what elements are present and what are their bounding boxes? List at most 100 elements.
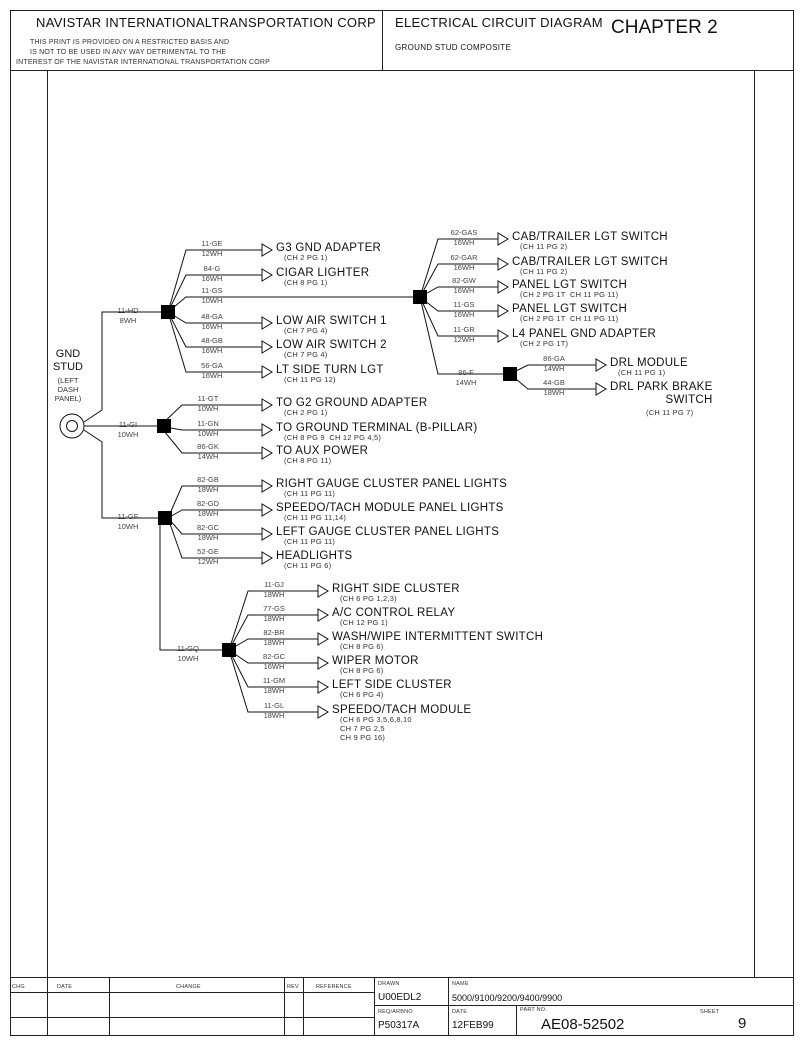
circuit-destination-label: LOW AIR SWITCH 1 <box>276 315 387 327</box>
arrow-icon <box>262 244 272 256</box>
wire-l4-panel <box>420 297 498 336</box>
restriction-note-line-1: THIS PRINT IS PROVIDED ON A RESTRICTED B… <box>30 39 230 46</box>
tb-date-value: 12FEB99 <box>452 1020 494 1031</box>
circuit-page-reference: (CH 11 PG 12) <box>284 375 336 384</box>
tb-name-label: NAME <box>452 981 469 987</box>
arrow-icon <box>498 330 508 342</box>
arrow-icon <box>262 447 272 459</box>
circuit-page-reference: (CH 12 PG 1) <box>340 618 388 627</box>
arrow-icon <box>262 528 272 540</box>
wire-ac-relay <box>229 615 328 650</box>
arrow-icon <box>498 281 508 293</box>
arrow-icon <box>498 233 508 245</box>
circuit-destination-label: HEADLIGHTS <box>276 550 353 562</box>
wire-g3-gnd <box>168 250 262 312</box>
circuit-destination-label: SPEEDO/TACH MODULE <box>332 704 472 716</box>
wire-right-gauge <box>168 486 262 518</box>
arrow-icon <box>262 399 272 411</box>
arrow-icon <box>318 706 328 718</box>
arrow-icon <box>262 317 272 329</box>
tb-drawn-label: DRAWN <box>378 981 400 987</box>
wire-stud-to-splice-3 <box>84 430 168 518</box>
splice-node-5 <box>413 290 427 304</box>
arrow-icon <box>262 366 272 378</box>
circuit-destination-label: CIGAR LIGHTER <box>276 267 370 279</box>
wire-left-cluster <box>229 650 328 687</box>
wire-lt-turn <box>168 312 262 372</box>
wire-low-air-2 <box>168 312 262 347</box>
wire-cab-trailer-1 <box>420 239 498 297</box>
arrow-icon <box>262 480 272 492</box>
circuit-page-reference: (CH 6 PG 3,5,6,8,10 CH 7 PG 2,5 CH 9 PG … <box>340 715 412 742</box>
circuit-page-reference: (CH 8 PG 6) <box>340 642 384 651</box>
wire-to-splice-6 <box>420 297 510 374</box>
tb-date-header: DATE <box>57 984 73 990</box>
tb-drawn-value: U00EDL2 <box>378 992 422 1003</box>
arrow-icon <box>318 681 328 693</box>
wire-aux-power <box>160 426 262 453</box>
arrow-icon <box>318 609 328 621</box>
circuit-page-reference: (CH 11 PG 6) <box>284 561 332 570</box>
splice-node-1 <box>161 305 175 319</box>
circuit-page-reference: (CH 2 PG 1T CH 11 PG 11) <box>520 290 619 299</box>
circuit-destination-label: TO GROUND TERMINAL (B-PILLAR) <box>276 422 478 434</box>
circuit-destination-label: DRL MODULE <box>610 357 688 369</box>
circuit-page-reference: (CH 2 PG 1) <box>284 253 328 262</box>
chapter-label: CHAPTER 2 <box>611 17 718 38</box>
wire-headlights <box>168 518 262 558</box>
circuit-destination-label: CAB/TRAILER LGT SWITCH <box>512 256 668 268</box>
tb-date-label: DATE <box>452 1009 468 1015</box>
arrow-icon <box>262 424 272 436</box>
tb-change-header: CHANGE <box>176 984 201 990</box>
wire-stud-to-splice-1 <box>84 312 168 422</box>
circuit-destination-label: TO G2 GROUND ADAPTER <box>276 397 428 409</box>
circuit-destination-label: RIGHT GAUGE CLUSTER PANEL LIGHTS <box>276 478 508 490</box>
wire-splice-3-to-splice-4 <box>160 518 229 650</box>
tb-req-label: REQ/ARBNO <box>378 1009 413 1015</box>
company-title: NAVISTAR INTERNATIONALTRANSPORTATION COR… <box>36 15 376 30</box>
circuit-destination-label: DRL PARK BRAKE SWITCH <box>610 381 713 406</box>
outer-border <box>11 11 794 1036</box>
restriction-note-line-3: INTEREST OF THE NAVISTAR INTERNATIONAL T… <box>16 59 271 66</box>
circuit-page-reference: (CH 11 PG 2) <box>520 267 568 276</box>
circuit-page-reference: (CH 7 PG 4) <box>284 326 328 335</box>
diagram-subtitle: GROUND STUD COMPOSITE <box>395 43 512 52</box>
arrow-icon <box>318 633 328 645</box>
circuit-page-reference: (CH 7 PG 4) <box>284 350 328 359</box>
circuit-destination-label: PANEL LGT SWITCH <box>512 279 628 291</box>
circuit-destination-label: CAB/TRAILER LGT SWITCH <box>512 231 668 243</box>
arrow-icon <box>262 552 272 564</box>
circuit-destination-label: PANEL LGT SWITCH <box>512 303 628 315</box>
circuit-destination-label: WASH/WIPE INTERMITTENT SWITCH <box>332 631 544 643</box>
circuit-page-reference: (CH 6 PG 4) <box>340 690 384 699</box>
arrow-icon <box>262 504 272 516</box>
arrow-icon <box>262 269 272 281</box>
tb-req-value: P50317A <box>378 1020 420 1031</box>
circuit-page-reference: (CH 8 PG 11) <box>284 456 332 465</box>
circuit-destination-label: G3 GND ADAPTER <box>276 242 382 254</box>
splice-node-2 <box>157 419 171 433</box>
